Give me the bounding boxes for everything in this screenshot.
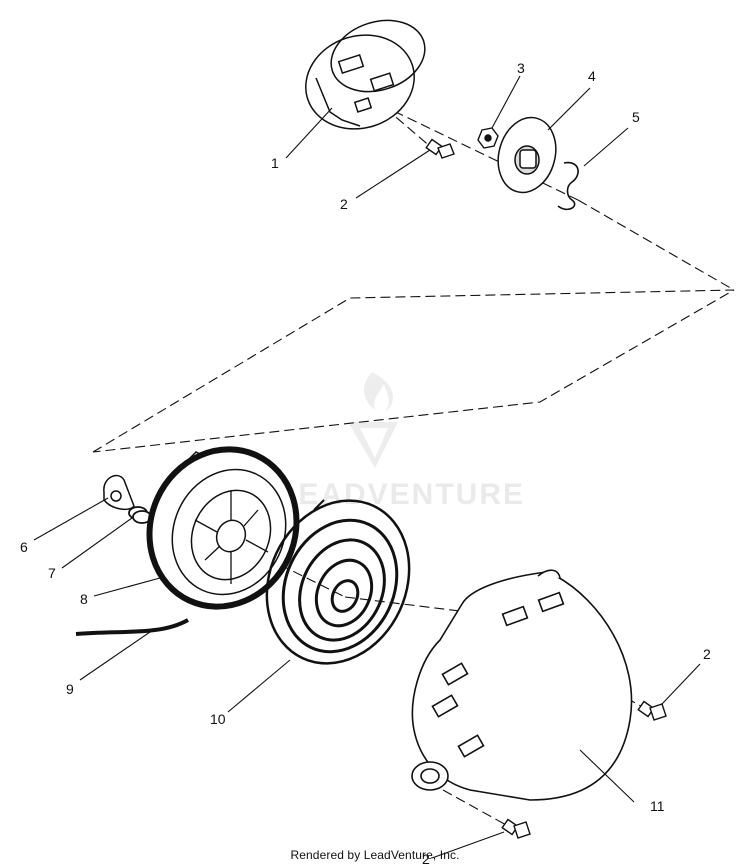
nut: [477, 127, 499, 149]
watermark-text: LEADVENTURE: [278, 478, 525, 511]
callout-8: 8: [80, 591, 88, 607]
axis-line-upper-cont: [577, 199, 735, 291]
screw-top: [425, 138, 455, 159]
footer: Rendered by LeadVenture, Inc.: [0, 848, 750, 862]
screw-bottom: [501, 818, 531, 839]
leader-lines: [33, 75, 701, 859]
callout-2-top: 2: [340, 196, 348, 212]
callout-11: 11: [650, 798, 665, 814]
axis-line-screw-c: [442, 789, 509, 827]
recoil-spring: [265, 499, 411, 665]
callout-3: 3: [517, 60, 525, 76]
pawl-arm: [103, 474, 135, 511]
callout-7: 7: [48, 565, 56, 581]
callout-10: 10: [210, 711, 226, 727]
callout-1: 1: [271, 155, 279, 171]
starter-rope: [75, 618, 189, 636]
starter-cup: [305, 19, 426, 130]
pawl-hub: [497, 116, 557, 194]
rope-reel: [146, 446, 300, 610]
callout-4: 4: [588, 68, 596, 84]
callout-2-bottom: 2: [422, 851, 430, 867]
callout-2-right: 2: [703, 646, 711, 662]
starter-housing: [411, 569, 633, 801]
leadventure-watermark: LEADVENTURE: [278, 372, 525, 511]
axis-line-housing: [344, 596, 469, 613]
callout-9: 9: [66, 681, 74, 697]
screw-right: [637, 700, 667, 721]
callout-6: 6: [20, 539, 28, 555]
retaining-clip: [557, 161, 579, 211]
callout-5: 5: [632, 109, 640, 125]
footer-credit: Rendered by LeadVenture, Inc.: [290, 848, 460, 862]
axis-line-main: [92, 289, 735, 453]
callout-numbers: 1 2 3 4 5 6 7 8 9 10 2 11 2: [20, 60, 711, 867]
